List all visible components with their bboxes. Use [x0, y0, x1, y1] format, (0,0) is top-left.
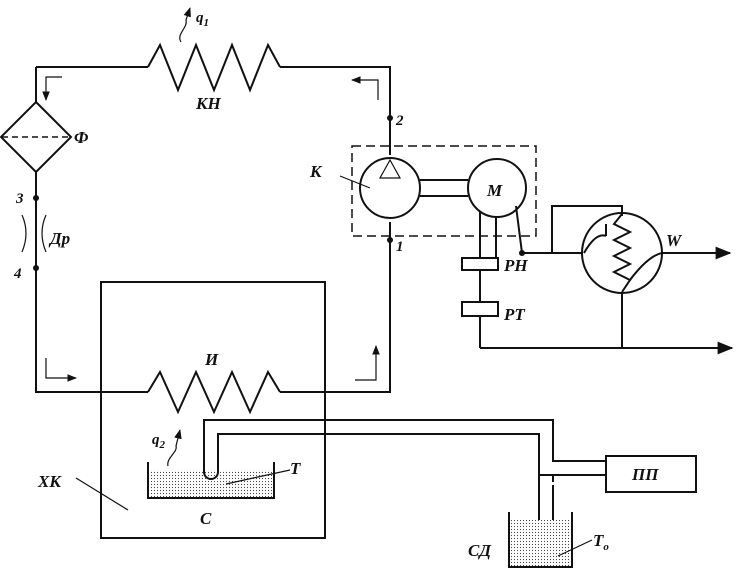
flow-arrow-top-left — [42, 76, 62, 101]
vessel-c-label: С — [200, 509, 212, 528]
vessel-t-label: Т — [290, 459, 301, 478]
compressor-label: К — [309, 162, 323, 181]
compressor-unit-box — [351, 145, 537, 237]
thermo-relay-label: РТ — [503, 305, 525, 324]
dewar-t-leader — [557, 539, 593, 557]
throttle-symbol — [21, 214, 47, 253]
heat-in-arrow-icon — [167, 429, 182, 467]
throttle-label: Др — [48, 229, 70, 248]
chamber-label: ХК — [37, 472, 62, 491]
point-4-dot — [33, 265, 39, 271]
point-4-label: 4 — [13, 266, 22, 282]
heat-out-arrow-icon — [179, 7, 191, 43]
compressor-symbol — [359, 157, 421, 219]
dewar-t-label: То — [593, 531, 609, 553]
motor-wiring — [479, 205, 584, 348]
point-1-label: 1 — [396, 239, 404, 255]
chamber-leader — [75, 477, 129, 511]
evaporator-label: И — [204, 350, 219, 369]
junction-dot — [519, 250, 525, 256]
wattmeter-label: W — [666, 231, 683, 250]
point-3-label: 3 — [15, 191, 24, 207]
point-3-dot — [33, 195, 39, 201]
recorder-label: ПП — [631, 465, 659, 484]
filter-symbol — [0, 100, 73, 174]
evaporator-coil — [147, 369, 281, 415]
filter-label: Ф — [74, 128, 89, 147]
flow-arrow-bottom-left — [45, 358, 77, 382]
q2-label: q2 — [152, 432, 166, 451]
point-1-dot — [387, 237, 393, 243]
pressure-relay-label: РН — [503, 256, 528, 275]
recorder-box — [605, 455, 697, 493]
point-2-dot — [387, 115, 393, 121]
vessel-t-leader — [225, 469, 291, 485]
sample-vessel — [147, 462, 275, 499]
compressor-leader — [339, 175, 371, 189]
point-2-label: 2 — [395, 113, 404, 129]
refrigeration-chamber — [100, 281, 326, 539]
dewar-vessel — [508, 512, 573, 568]
pressure-relay-box — [461, 257, 499, 271]
condenser-label: КН — [195, 94, 222, 113]
wattmeter-symbol — [551, 205, 663, 348]
q1-label: q1 — [196, 10, 209, 29]
motor-label: М — [486, 181, 503, 200]
thermo-relay-box — [461, 301, 499, 317]
dewar-label: СД — [468, 541, 492, 560]
refrigerant-loop — [35, 42, 391, 415]
condenser-coil — [147, 42, 281, 93]
flow-arrow-top-right — [351, 76, 379, 100]
flow-arrow-bottom-right — [355, 345, 380, 381]
